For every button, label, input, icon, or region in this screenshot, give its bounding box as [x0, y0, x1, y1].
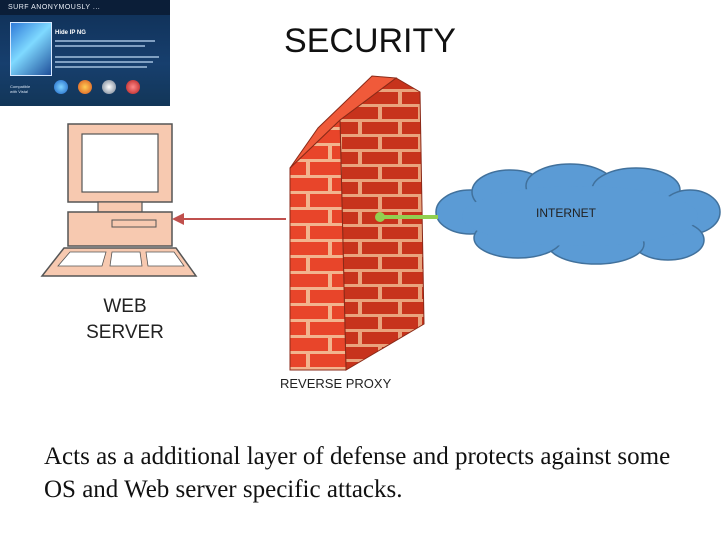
- thumbnail-compat: Compatible with Vista!: [10, 84, 31, 94]
- web-server-label-line1: WEB: [103, 296, 147, 317]
- web-server-label-line2: SERVER: [86, 322, 164, 343]
- thumbnail-text-line: [55, 56, 159, 58]
- arrow-to-web-server: [172, 213, 286, 225]
- thumbnail-text-line: [55, 61, 153, 63]
- ie-browser-icon: [54, 80, 68, 94]
- thumbnail-text-line: [55, 66, 147, 68]
- web-server-computer-icon: [40, 123, 198, 277]
- advert-thumbnail: SURF ANONYMOUSLY ... Hide IP NG Compatib…: [0, 0, 170, 106]
- firewall-wall-icon: [289, 75, 425, 371]
- connector-line: [375, 212, 438, 222]
- netscape-browser-icon: [102, 80, 116, 94]
- thumbnail-text-line: [55, 40, 155, 42]
- reverse-proxy-label: REVERSE PROXY: [280, 376, 392, 391]
- product-box-icon: [10, 22, 52, 76]
- thumbnail-product: Hide IP NG: [55, 30, 86, 36]
- slide-title: SECURITY: [284, 22, 456, 60]
- internet-cloud-icon: [435, 163, 721, 265]
- internet-label: INTERNET: [536, 206, 596, 220]
- thumbnail-banner: SURF ANONYMOUSLY ...: [0, 0, 170, 15]
- firefox-browser-icon: [78, 80, 92, 94]
- thumbnail-text-line: [55, 45, 145, 47]
- slide-caption: Acts as a additional layer of defense an…: [44, 443, 671, 503]
- opera-browser-icon: [126, 80, 140, 94]
- web-server-label: WEB SERVER: [70, 294, 180, 346]
